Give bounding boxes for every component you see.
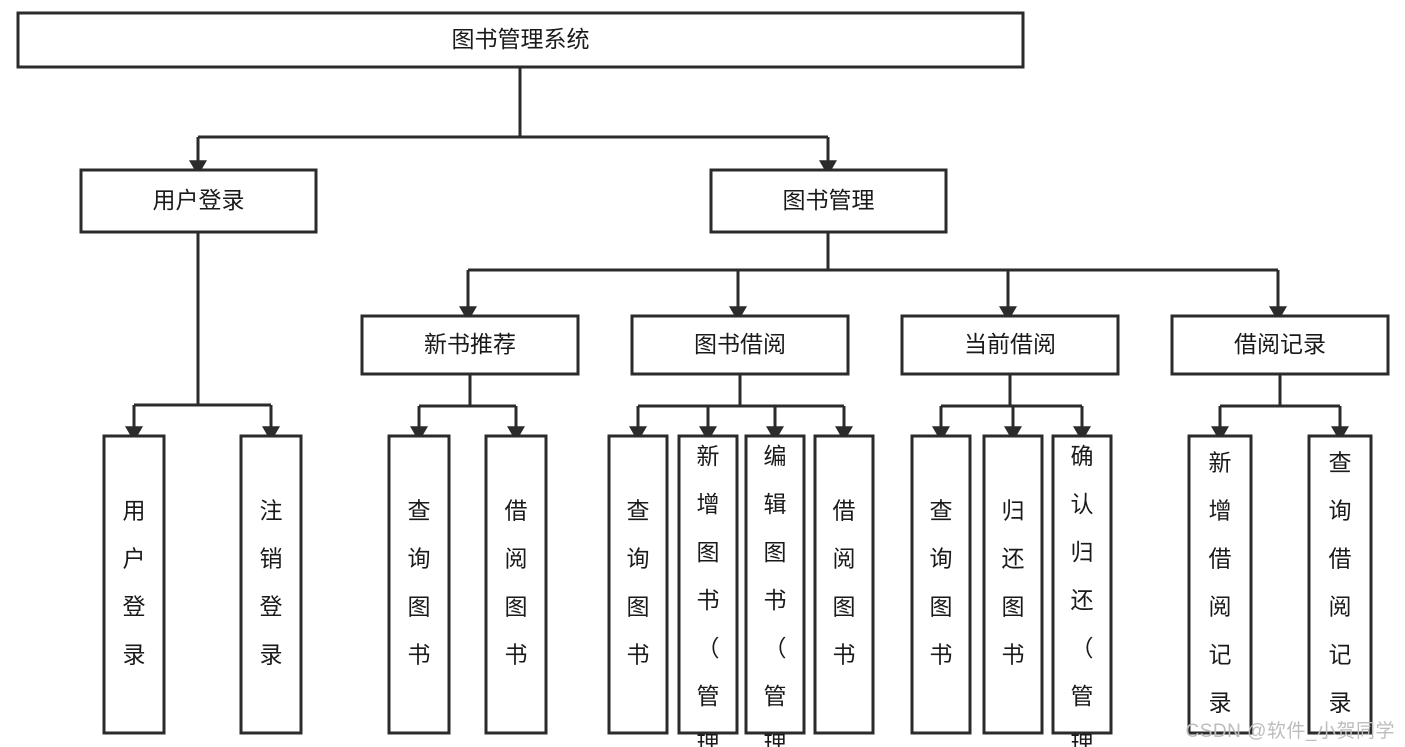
leaf-label: 查询图书	[627, 498, 650, 668]
leaf-node-8[interactable]: 查询图书	[910, 434, 972, 735]
leaf-node-11[interactable]: 新增借阅记录	[1187, 434, 1253, 735]
leaf-box[interactable]	[982, 434, 1044, 735]
node-label: 图书管理系统	[452, 26, 590, 52]
node-label: 借阅记录	[1234, 331, 1326, 357]
node-label: 用户登录	[153, 187, 245, 213]
node-label: 当前借阅	[964, 331, 1056, 357]
leaf-label: 归还图书	[1002, 498, 1025, 668]
root-node-book-management-system[interactable]: 图书管理系统	[16, 11, 1025, 69]
leaf-box[interactable]	[1307, 434, 1373, 735]
leaf-label: 借阅图书	[833, 498, 856, 668]
leaf-node-6[interactable]: 编辑图书（管理员）	[744, 434, 806, 747]
leaf-box[interactable]	[484, 434, 548, 735]
node-box[interactable]	[900, 314, 1120, 376]
leaf-node-3[interactable]: 借阅图书	[484, 434, 548, 735]
level3-node-1[interactable]: 图书借阅	[630, 314, 850, 376]
leaf-label: 新增图书（管理员）	[697, 443, 720, 747]
node-box[interactable]	[16, 11, 1025, 69]
level2-node-0[interactable]: 用户登录	[79, 168, 318, 234]
leaf-box[interactable]	[744, 434, 806, 735]
leaf-node-7[interactable]: 借阅图书	[813, 434, 875, 735]
node-boxes: 图书管理系统用户登录图书管理新书推荐图书借阅当前借阅借阅记录用户登录注销登录查询…	[16, 11, 1390, 747]
node-label: 新书推荐	[424, 331, 516, 357]
node-box[interactable]	[630, 314, 850, 376]
leaf-node-12[interactable]: 查询借阅记录	[1307, 434, 1373, 735]
connector-lines	[125, 67, 1349, 442]
node-box[interactable]	[709, 168, 948, 234]
leaf-label: 查询借阅记录	[1329, 450, 1352, 716]
leaf-label: 确认归还（管理员）	[1071, 443, 1094, 747]
node-box[interactable]	[79, 168, 318, 234]
leaf-box[interactable]	[1187, 434, 1253, 735]
level3-node-3[interactable]: 借阅记录	[1170, 314, 1390, 376]
leaf-label: 新增借阅记录	[1209, 450, 1232, 716]
leaf-label: 查询图书	[408, 498, 431, 668]
node-label: 图书借阅	[694, 331, 786, 357]
leaf-box[interactable]	[239, 434, 303, 735]
leaf-node-1[interactable]: 注销登录	[239, 434, 303, 735]
leaf-label: 编辑图书（管理员）	[764, 443, 787, 747]
leaf-box[interactable]	[102, 434, 166, 735]
leaf-label: 用户登录	[123, 498, 146, 668]
leaf-label: 查询图书	[930, 498, 953, 668]
node-box[interactable]	[360, 314, 580, 376]
leaf-label: 注销登录	[260, 498, 283, 668]
leaf-node-5[interactable]: 新增图书（管理员）	[677, 434, 739, 747]
leaf-node-10[interactable]: 确认归还（管理员）	[1051, 434, 1113, 747]
node-box[interactable]	[1170, 314, 1390, 376]
level2-node-1[interactable]: 图书管理	[709, 168, 948, 234]
leaf-node-9[interactable]: 归还图书	[982, 434, 1044, 735]
leaf-label: 借阅图书	[505, 498, 528, 668]
leaf-box[interactable]	[910, 434, 972, 735]
leaf-box[interactable]	[813, 434, 875, 735]
level3-node-2[interactable]: 当前借阅	[900, 314, 1120, 376]
leaf-box[interactable]	[607, 434, 669, 735]
level3-node-0[interactable]: 新书推荐	[360, 314, 580, 376]
leaf-node-0[interactable]: 用户登录	[102, 434, 166, 735]
leaf-box[interactable]	[1051, 434, 1113, 735]
csdn-watermark: CSDN @软件_小贺同学	[1185, 721, 1395, 742]
leaf-box[interactable]	[387, 434, 451, 735]
leaf-node-2[interactable]: 查询图书	[387, 434, 451, 735]
node-label: 图书管理	[783, 187, 875, 213]
leaf-node-4[interactable]: 查询图书	[607, 434, 669, 735]
leaf-box[interactable]	[677, 434, 739, 735]
